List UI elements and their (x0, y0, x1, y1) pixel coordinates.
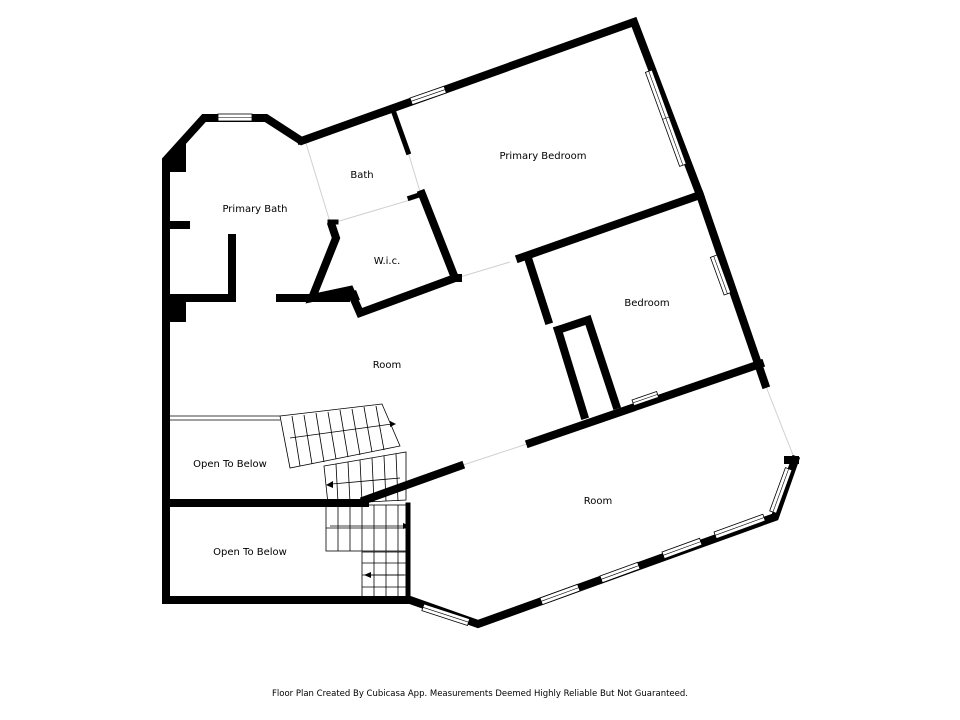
label-bedroom: Bedroom (624, 298, 669, 309)
label-bath: Bath (350, 170, 373, 181)
label-room-lower: Room (584, 496, 612, 507)
interior-walls (162, 106, 766, 603)
label-open-to-below-1: Open To Below (193, 459, 267, 470)
label-open-to-below-2: Open To Below (213, 547, 287, 558)
room-labels: Primary Bedroom Bath Primary Bath W.i.c.… (193, 151, 669, 558)
outer-walls (162, 16, 801, 629)
staircase-lower (325, 504, 410, 552)
label-room-upper: Room (373, 360, 401, 371)
label-primary-bedroom: Primary Bedroom (499, 151, 586, 162)
footer-disclaimer: Floor Plan Created By Cubicasa App. Meas… (272, 689, 688, 699)
staircase-upper (279, 403, 401, 469)
windows (217, 69, 793, 626)
solid-blocks (166, 140, 360, 322)
label-wic: W.i.c. (374, 256, 401, 267)
label-primary-bath: Primary Bath (222, 204, 287, 215)
rails (170, 415, 280, 421)
staircase-bottom (361, 551, 409, 599)
